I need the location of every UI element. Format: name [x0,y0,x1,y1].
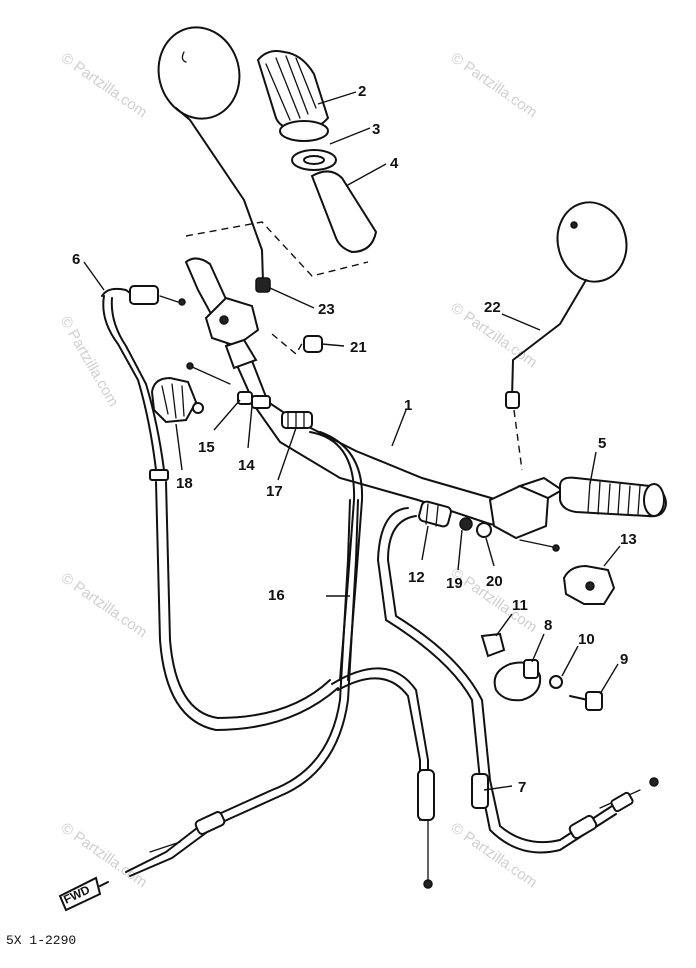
callout-9: 9 [620,651,628,668]
watermark: © Partzilla.com [57,314,122,410]
cable-7 [331,667,435,889]
callout-7: 7 [518,779,526,796]
leader-lines [83,91,621,791]
watermark: © Partzilla.com [58,819,151,891]
watermark: © Partzilla.com [58,49,151,121]
callout-11: 11 [512,597,528,614]
callout-21: 21 [350,339,367,356]
callout-13: 13 [620,531,637,548]
part-6-cable-end [101,285,186,306]
part-21-bolt [303,335,323,353]
callout-3: 3 [372,121,380,138]
callout-4: 4 [390,155,399,172]
clamp-group [480,632,603,711]
right-cables [377,507,659,854]
callout-12: 12 [408,569,425,586]
watermark-layer: © Partzilla.com © Partzilla.com © Partzi… [57,49,541,891]
callout-1: 1 [404,397,412,414]
callout-19: 19 [446,575,463,592]
callout-labels: 1 2 3 4 5 6 7 8 9 10 11 12 13 14 15 16 1… [72,83,637,796]
callout-15: 15 [198,439,215,456]
right-adjusters [418,500,492,538]
callout-6: 6 [72,251,80,268]
right-switch [562,564,616,605]
watermark: © Partzilla.com [58,569,151,641]
left-mirror [157,26,271,293]
left-lever-holder [204,296,260,370]
handlebar [184,257,512,530]
callout-8: 8 [544,617,552,634]
callout-22: 22 [484,299,501,316]
callout-20: 20 [486,573,503,590]
callout-16: 16 [268,587,285,604]
left-grip [256,50,378,254]
right-lever-holder [488,476,564,552]
right-grip [559,476,668,518]
watermark: © Partzilla.com [448,819,541,891]
callout-18: 18 [176,475,193,492]
fwd-marker: FWD [58,876,109,912]
diagram-code: 5X 1-2290 [6,933,76,948]
left-grip-guide [185,221,369,356]
callout-23: 23 [318,301,335,318]
watermark: © Partzilla.com [448,49,541,121]
right-mirror [505,201,628,471]
left-cables [102,295,364,731]
adjuster-group [186,362,313,429]
callout-10: 10 [578,631,595,648]
callout-14: 14 [238,457,255,474]
callout-5: 5 [598,435,606,452]
throttle-cable [125,499,359,877]
left-switch [150,376,204,424]
callout-17: 17 [266,483,283,500]
callout-2: 2 [358,83,366,100]
